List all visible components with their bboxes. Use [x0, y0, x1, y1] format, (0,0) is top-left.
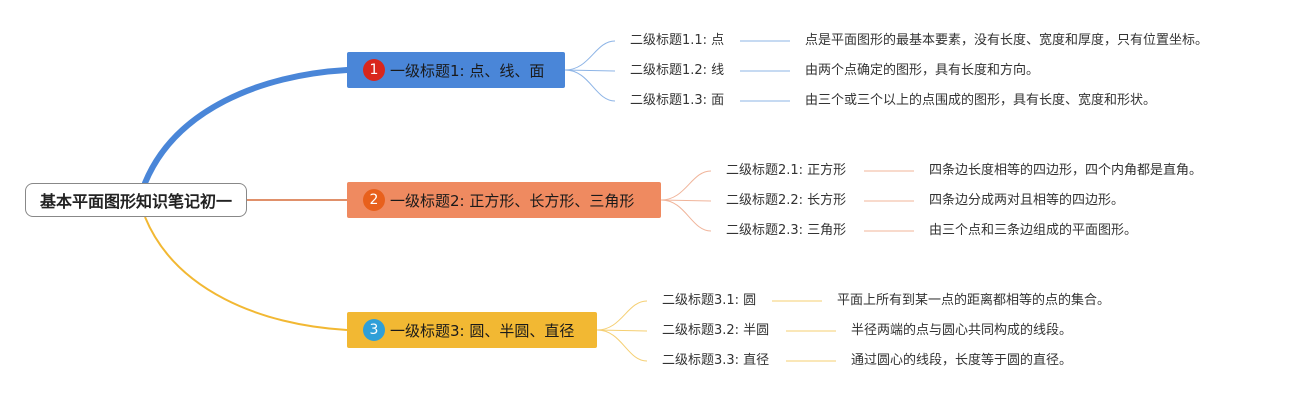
branch-topic-3[interactable]: 3 一级标题3: 圆、半圆、直径 [347, 312, 597, 348]
subtopic-3-3[interactable]: 二级标题3.3: 直径 [662, 353, 770, 368]
note-3-1[interactable]: 平面上所有到某一点的距离都相等的点的集合。 [837, 293, 1111, 308]
root-topic[interactable]: 基本平面图形知识笔记初一 [25, 183, 247, 217]
note-1-2[interactable]: 由两个点确定的图形，具有长度和方向。 [805, 63, 1040, 78]
branch-1-number-badge: 1 [363, 59, 385, 81]
subtopic-1-3[interactable]: 二级标题1.3: 面 [630, 93, 725, 108]
connector-branch-3-child-1 [596, 300, 648, 331]
connector-branch-1-child-3 [564, 69, 616, 102]
root-topic-label: 基本平面图形知识笔记初一 [39, 192, 232, 211]
branch-topic-2[interactable]: 2 一级标题2: 正方形、长方形、三角形 [347, 182, 661, 218]
connector-root-branch-3 [144, 216, 348, 331]
branch-3-number-badge: 3 [363, 319, 385, 341]
branch-2-label: 一级标题2: 正方形、长方形、三角形 [390, 191, 635, 210]
branch-topic-1[interactable]: 1 一级标题1: 点、线、面 [347, 52, 565, 88]
note-1-3[interactable]: 由三个或三个以上的点围成的图形，具有长度、宽度和形状。 [805, 93, 1157, 108]
branch-2-number-badge: 2 [363, 189, 385, 211]
subtopic-3-2[interactable]: 二级标题3.2: 半圆 [662, 323, 770, 338]
note-2-3[interactable]: 由三个点和三条边组成的平面图形。 [929, 223, 1138, 238]
subtopic-2-3[interactable]: 二级标题2.3: 三角形 [726, 223, 847, 238]
subtopic-1-2[interactable]: 二级标题1.2: 线 [630, 63, 725, 78]
branch-1-label: 一级标题1: 点、线、面 [390, 61, 545, 80]
connector-branch-2-child-1 [660, 170, 712, 201]
connector-branch-3-child-3 [596, 329, 648, 362]
subtopic-2-2[interactable]: 二级标题2.2: 长方形 [726, 193, 847, 208]
subtopic-3-1[interactable]: 二级标题3.1: 圆 [662, 293, 757, 308]
connector-branch-3-child-2 [596, 329, 648, 332]
subtopic-1-1[interactable]: 二级标题1.1: 点 [630, 33, 725, 48]
note-2-2[interactable]: 四条边分成两对且相等的四边形。 [929, 193, 1125, 208]
note-3-3[interactable]: 通过圆心的线段，长度等于圆的直径。 [851, 353, 1073, 368]
branch-3-label: 一级标题3: 圆、半圆、直径 [390, 321, 575, 340]
note-3-2[interactable]: 半径两端的点与圆心共同构成的线段。 [851, 323, 1073, 338]
connector-branch-2-child-3 [660, 199, 712, 232]
note-2-1[interactable]: 四条边长度相等的四边形，四个内角都是直角。 [929, 163, 1203, 178]
connector-branch-1-child-2 [564, 69, 616, 72]
connector-branch-1-child-1 [564, 40, 616, 71]
subtopic-2-1[interactable]: 二级标题2.1: 正方形 [726, 163, 847, 178]
connector-root-branch-1 [142, 67, 350, 186]
note-1-1[interactable]: 点是平面图形的最基本要素，没有长度、宽度和厚度，只有位置坐标。 [805, 33, 1209, 48]
connector-branch-2-child-2 [660, 199, 712, 202]
